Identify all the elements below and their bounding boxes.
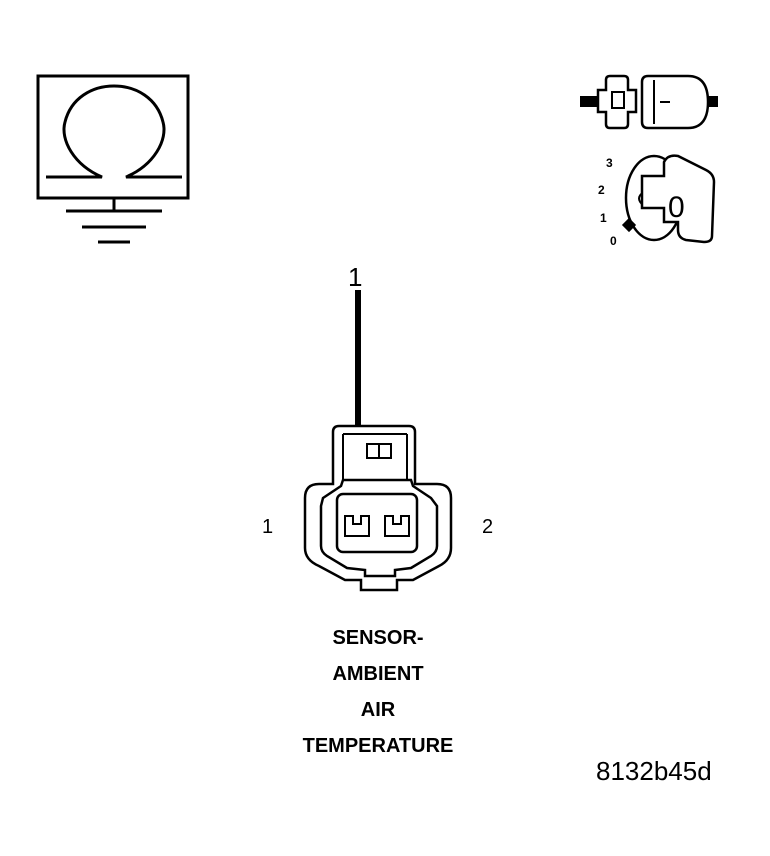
callout-number: 1 xyxy=(348,262,363,292)
caption-line-2: AMBIENT xyxy=(332,663,424,685)
ignition-key-icon xyxy=(621,154,716,244)
ground-icon xyxy=(66,198,162,244)
connector-face xyxy=(303,424,453,592)
pin-label-left: 1 xyxy=(262,516,274,538)
caption-line-3: AIR xyxy=(360,699,396,721)
ignition-position-0: 0 xyxy=(610,234,617,248)
pin-label-right: 2 xyxy=(482,516,494,538)
ignition-key-face-label: 0 xyxy=(668,191,685,224)
ohm-meter-icon xyxy=(36,74,190,244)
ignition-position-3: 3 xyxy=(606,156,613,170)
ignition-position-2: 2 xyxy=(598,183,605,197)
caption-line-1: SENSOR- xyxy=(332,627,424,649)
ignition-position-1: 1 xyxy=(600,211,607,225)
connector-disconnect-icon xyxy=(580,74,718,130)
figure-id: 8132b45d xyxy=(596,756,712,786)
caption-line-4: TEMPERATURE xyxy=(302,735,454,757)
